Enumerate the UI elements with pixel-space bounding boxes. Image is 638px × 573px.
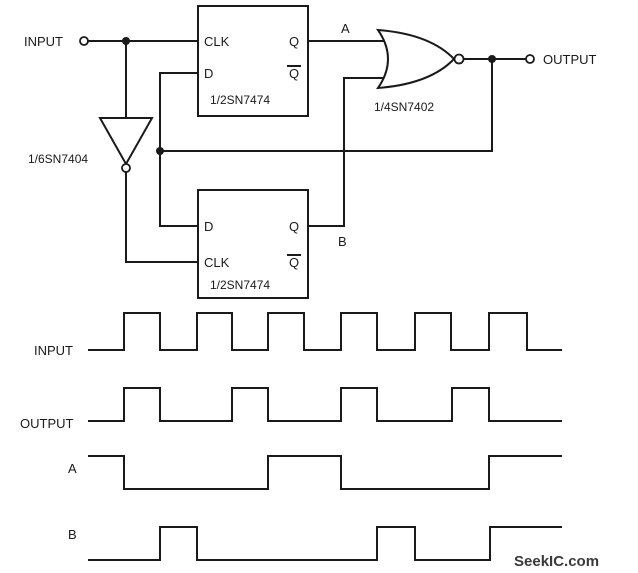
- ff-top-clk-label: CLK: [204, 34, 230, 49]
- ff-bottom-qbar-label: Q: [289, 255, 299, 270]
- output-junction: [488, 55, 496, 63]
- feedback-junction: [156, 147, 164, 155]
- input-label: INPUT: [24, 34, 63, 49]
- waveform-input: [88, 312, 562, 351]
- wire-b: [307, 77, 390, 227]
- waveform-output: [88, 387, 562, 422]
- ff-top-part-label: 1/2SN7474: [210, 93, 270, 107]
- ff-bottom-d-label: D: [204, 219, 213, 234]
- waveform-label-a: A: [68, 461, 77, 476]
- inverter-bubble: [121, 163, 131, 173]
- watermark: SeekIC.com: [514, 553, 599, 570]
- output-terminal: [525, 54, 535, 64]
- nor-gate: [375, 28, 456, 90]
- ff-top-q-label: Q: [289, 34, 299, 49]
- ff-bottom-q-label: Q: [289, 219, 299, 234]
- wire-a-label: A: [341, 21, 350, 36]
- ff-top-qbar-label: Q: [289, 66, 299, 81]
- nor-part-label: 1/4SN7402: [374, 100, 434, 114]
- flip-flop-top: [197, 5, 309, 117]
- timing-diagram: [88, 312, 562, 561]
- ff-top-d-label: D: [204, 66, 213, 81]
- flip-flop-bottom: [197, 189, 309, 299]
- inverter-gate: [98, 117, 154, 167]
- feedback-d-wire: [159, 72, 199, 227]
- waveform-label-b: B: [68, 527, 77, 542]
- output-label: OUTPUT: [543, 52, 597, 67]
- ff-bottom-clk-label: CLK: [204, 255, 230, 270]
- ff-bottom-part-label: 1/2SN7474: [210, 278, 270, 292]
- input-terminal: [79, 36, 89, 46]
- waveform-b: [88, 526, 562, 561]
- inverter-output-wire: [125, 171, 199, 263]
- nor-bubble: [453, 53, 465, 65]
- wire-b-label: B: [338, 234, 347, 249]
- waveform-label-output: OUTPUT: [20, 416, 74, 431]
- inverter-part-label: 1/6SN7404: [28, 152, 88, 166]
- waveform-a: [88, 455, 562, 490]
- waveform-label-input: INPUT: [34, 343, 73, 358]
